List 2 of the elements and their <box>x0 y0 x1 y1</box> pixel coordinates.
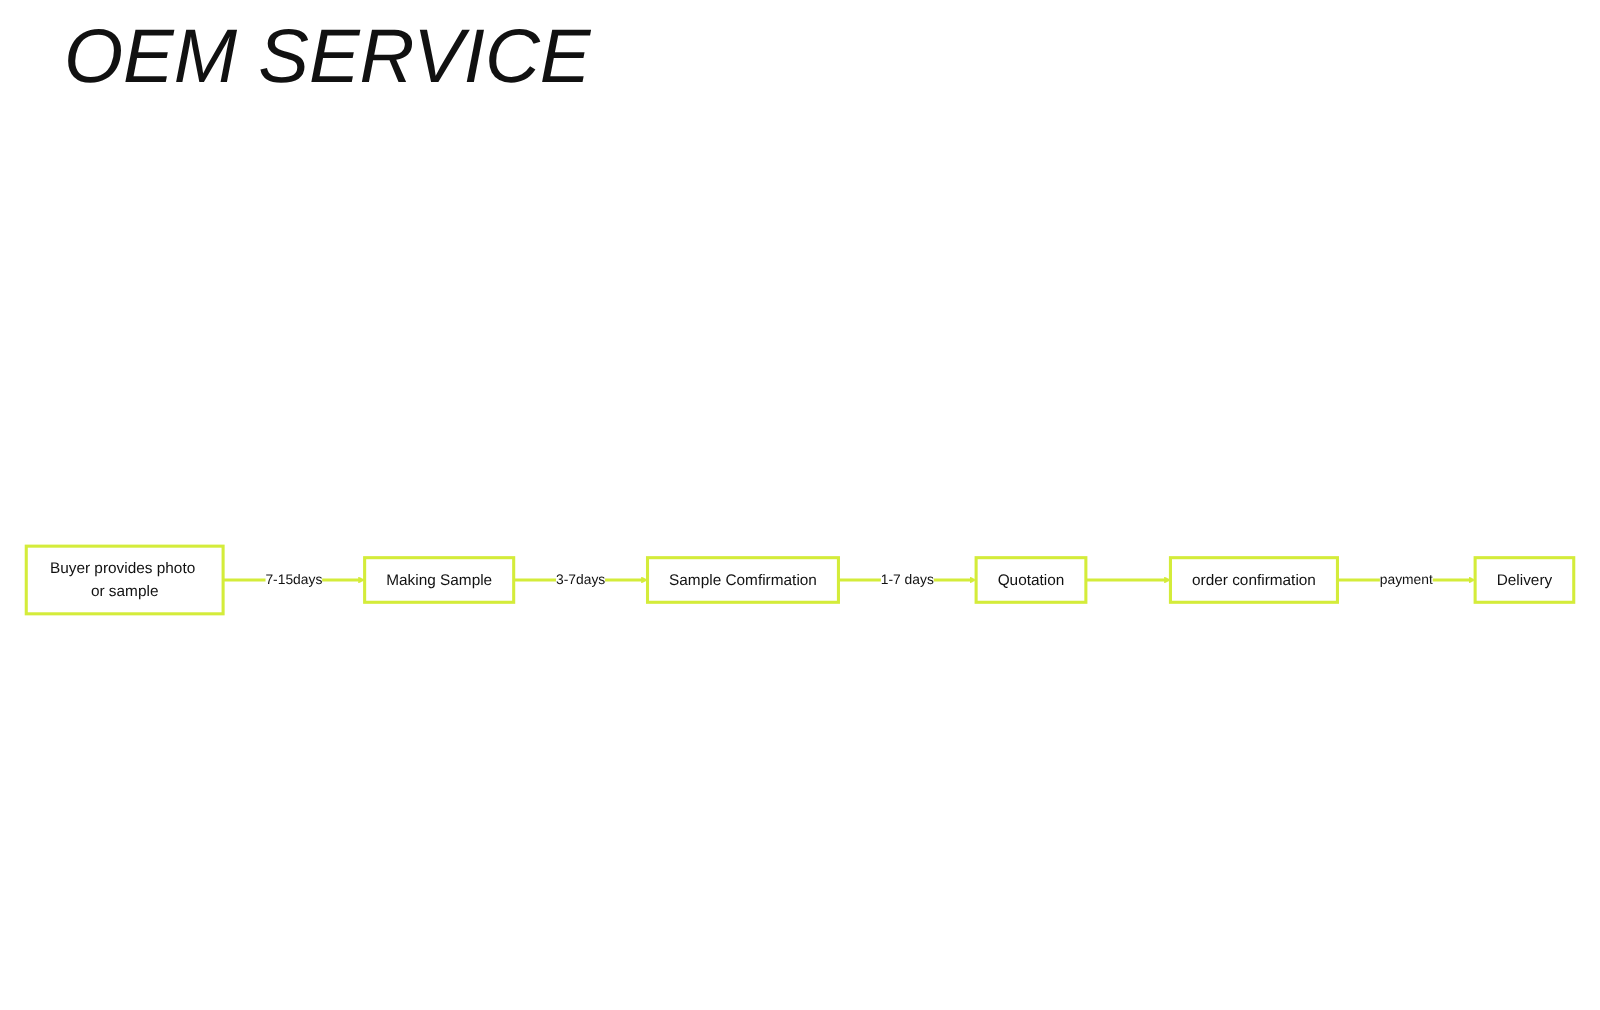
diagram-title: OEM SERVICE <box>64 16 591 102</box>
arrow <box>1085 576 1171 584</box>
